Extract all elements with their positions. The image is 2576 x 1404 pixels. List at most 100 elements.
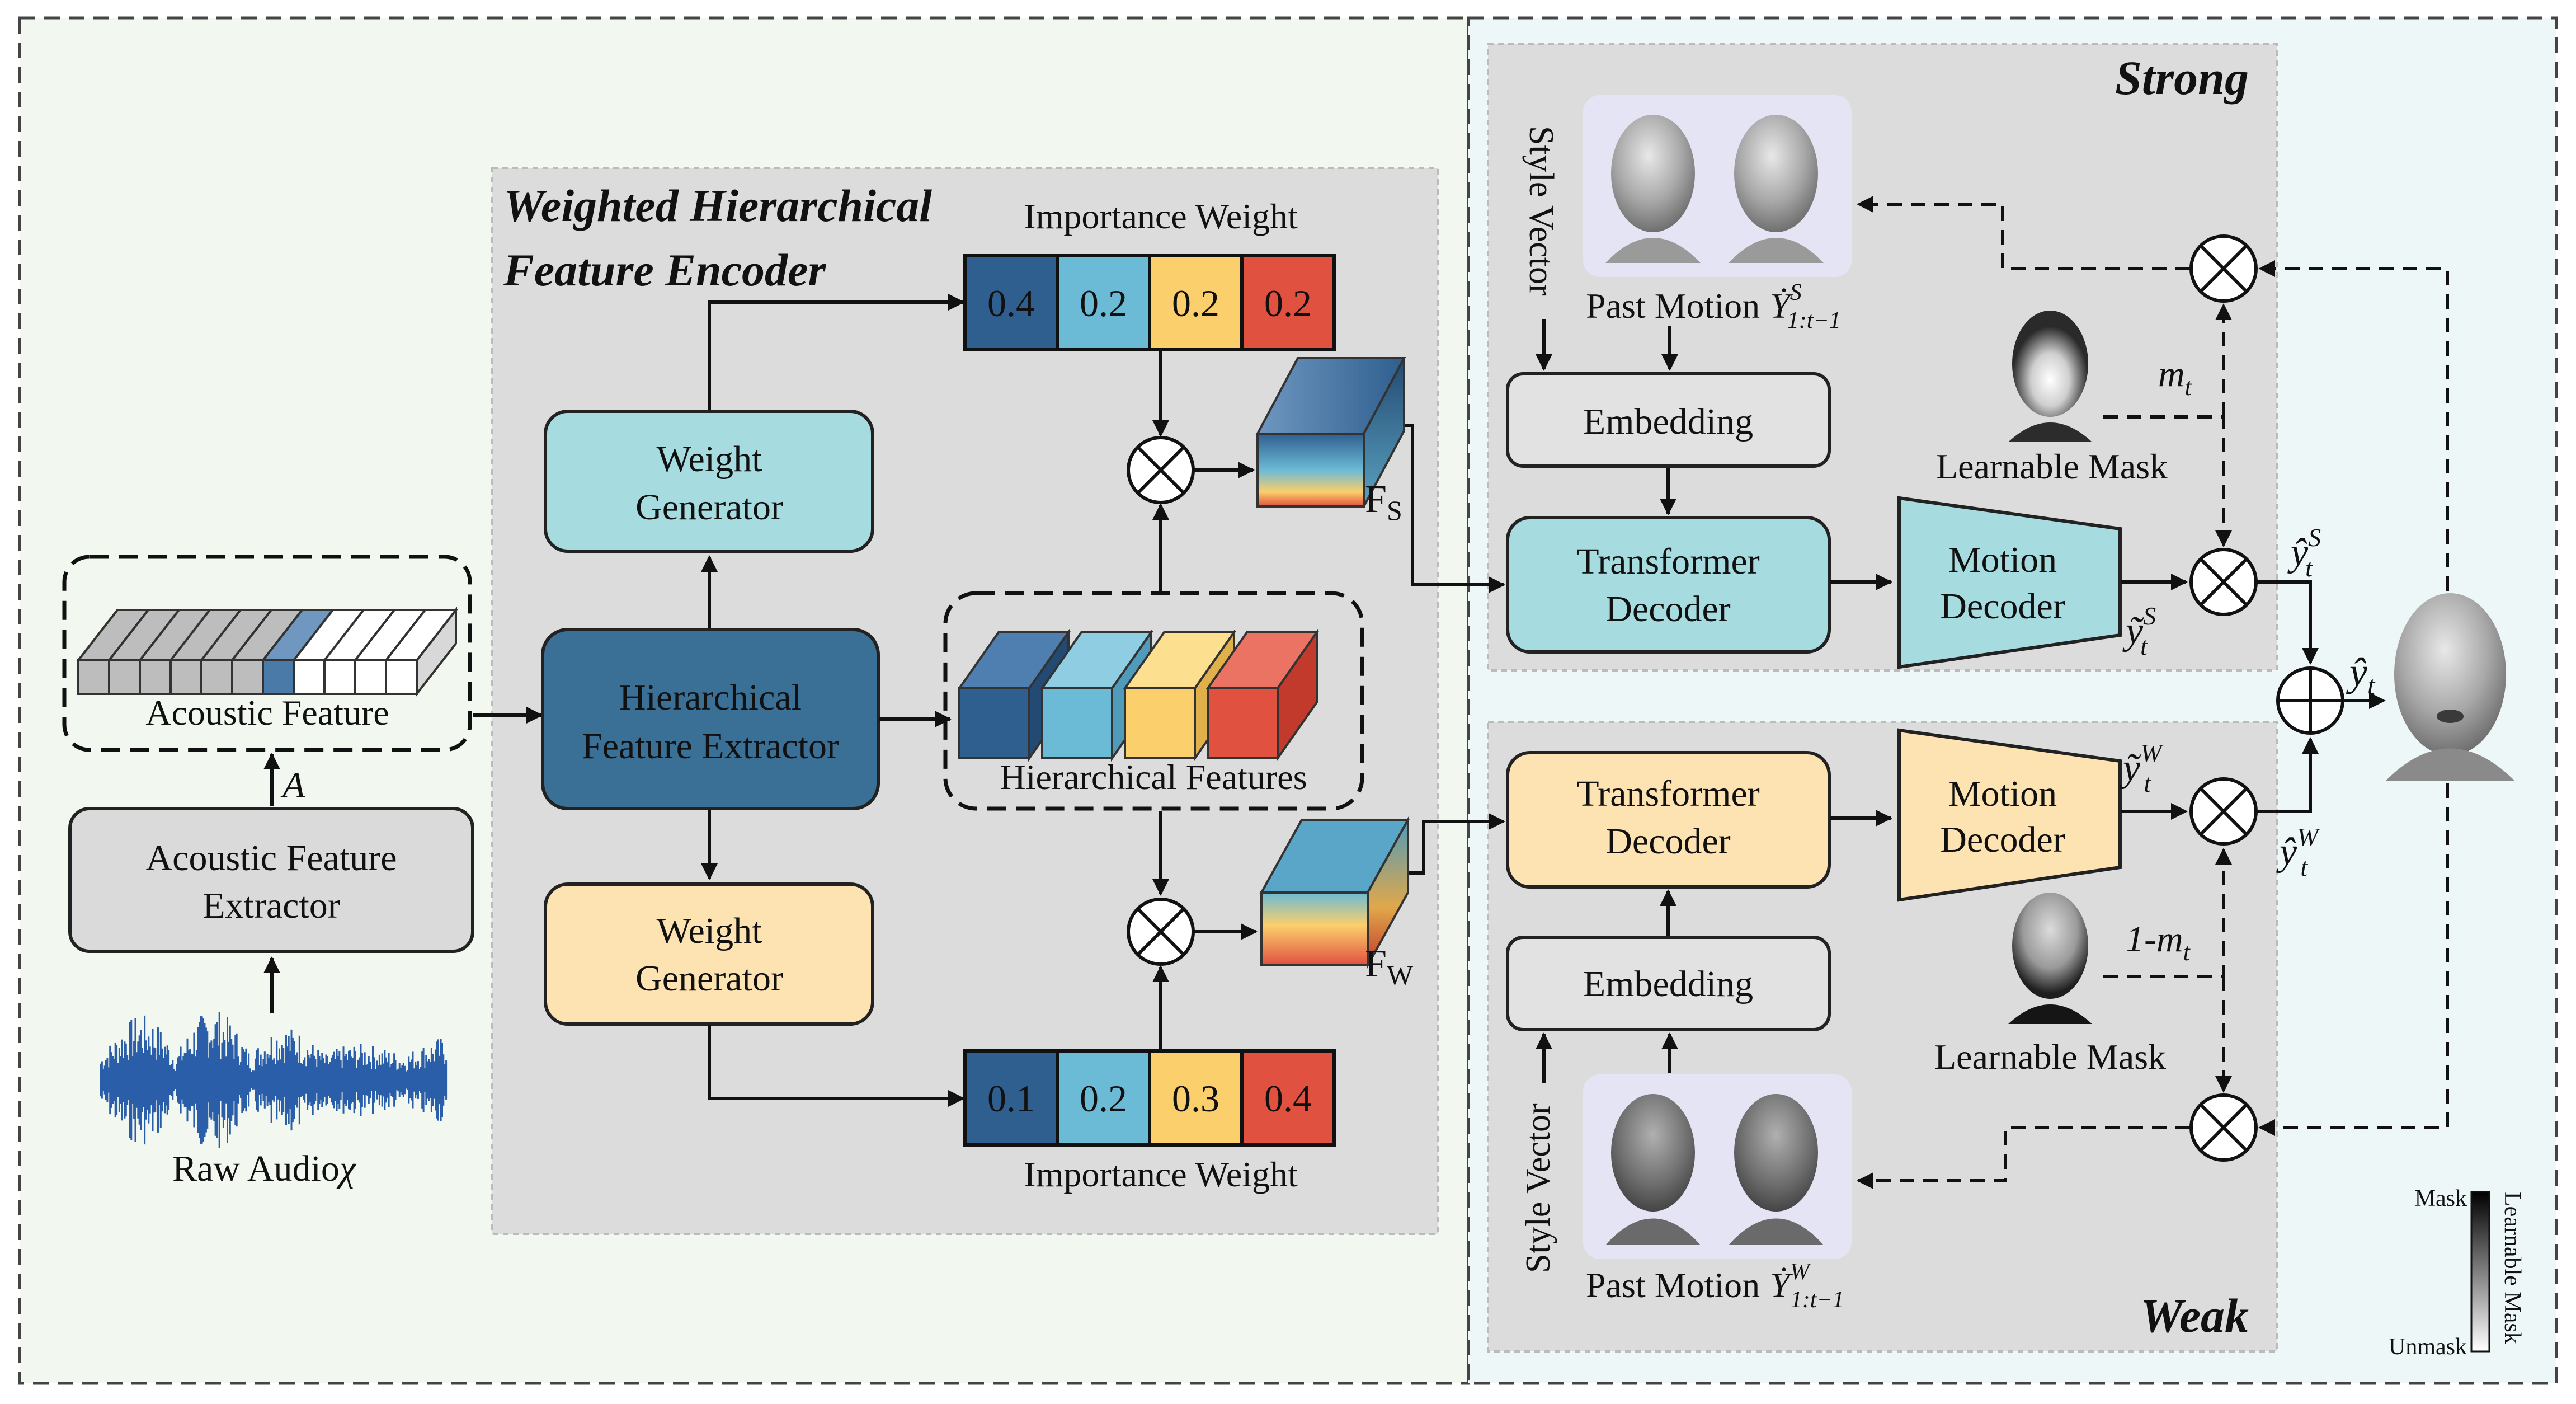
acoustic-feature-cell-top [383,609,459,661]
importance-weight-value: 0.2 [1080,1077,1127,1120]
importance-weight-value: 0.2 [1264,282,1312,325]
importance-weight-value: 0.3 [1172,1077,1219,1120]
importance-weight-top-label: Importance Weight [1024,196,1298,236]
strong-motion-line2: Decoder [1940,586,2065,627]
weak-feedback-multiply-node [2189,1093,2258,1162]
strong-feedback-multiply-node [2189,234,2258,303]
importance-weight-value: 0.4 [987,282,1035,325]
acoustic-feature-cell [139,659,172,695]
weak-to-sum-line [2257,737,2319,813]
hierarchical-feature-extractor-box [541,628,880,810]
acoustic-feature-cell [293,659,326,695]
strong-past-face-1 [1605,115,1701,263]
encoder-title-line2: Feature Encoder [503,245,826,295]
hfe-line1: Hierarchical [619,677,802,718]
weak-motion-line1: Motion [1948,773,2057,814]
hfe-line2: Feature Extractor [582,726,839,767]
fw-label: FW [1365,942,1414,990]
output-to-strong-feedback-dashed [2258,260,2449,638]
weak-style-vector: Style Vector [1519,1103,1557,1273]
strong-transformer-line2: Decoder [1605,589,1731,630]
strong-title: Strong [2115,51,2249,105]
weak-feedback-to-past-dashed [1857,1126,2190,1189]
sum-node [2276,666,2344,735]
arrow-fs-to-strong-transformer [1405,424,1505,593]
importance-weight-cell [963,1049,1059,1147]
hierarchical-features-frame [943,591,1364,811]
output-face [2386,593,2514,781]
weak-learnable-mask-face [2008,893,2092,1024]
wg-bottom-line2: Generator [635,958,783,999]
weak-mask-symbol: 1-mt [2126,919,2191,966]
importance-weight-cell [1240,254,1336,351]
strong-mask-symbol: mt [2158,354,2193,401]
acoustic-extractor-line1: Acoustic Feature [145,838,397,879]
weak-motion-line2: Decoder [1940,819,2065,860]
importance-weight-cell [1056,1049,1151,1147]
multiply-node-bottom [1127,898,1195,966]
strong-motion-line1: Motion [1948,539,2057,580]
weak-embedding-label: Embedding [1583,964,1753,1004]
acoustic-feature-cell [354,659,387,695]
mask-legend: Mask Unmask Learnable Mask [2389,1186,2525,1360]
acoustic-feature-frame [62,555,472,752]
weight-generator-top-box [544,410,874,553]
weak-embedding-box[interactable] [1506,936,1831,1031]
weak-mask-multiply-node [2189,777,2258,846]
strong-mask-label: Learnable Mask [1936,447,2168,486]
arrow-wg-top-to-weights [708,294,965,410]
weak-motion-decoder-trapezoid[interactable] [1897,728,2122,902]
strong-learnable-mask-face [2008,311,2092,442]
fs-label: FS [1365,478,1402,526]
importance-weights-top: 0.4 0.2 0.2 0.2 [963,254,1336,351]
raw-audio-label: Raw Audioχ [172,1148,357,1189]
weak-past-face-1 [1605,1094,1701,1245]
strong-past-face-2 [1729,115,1824,263]
strong-embedding-box[interactable] [1506,372,1831,468]
fs-feature-cube [1255,357,1406,508]
acoustic-feature-cell [108,659,141,695]
strong-feedback-to-past-dashed [1857,196,2190,270]
acoustic-feature-bar [76,607,459,697]
wg-bottom-line1: Weight [657,910,762,951]
a-symbol: A [280,765,305,806]
strong-mask-multiply-node [2189,548,2258,616]
importance-weight-value: 0.2 [1080,282,1127,325]
acoustic-feature-cell [77,659,110,695]
hierarchical-feature-block [1205,628,1319,762]
acoustic-feature-cell [200,659,233,695]
importance-weight-value: 0.1 [987,1077,1035,1120]
output-hat-y: ŷt [2346,650,2376,701]
importance-weight-cell [1240,1049,1336,1147]
strong-style-vector: Style Vector [1522,126,1560,296]
strong-motion-decoder-trapezoid[interactable] [1897,496,2122,669]
weak-transformer-decoder-box[interactable] [1506,751,1831,889]
arrow-wg-bottom-to-weights [708,1025,965,1107]
strong-transformer-line1: Transformer [1576,541,1760,582]
mask-legend-top: Mask [2415,1186,2467,1212]
weak-transformer-line2: Decoder [1605,821,1731,862]
acoustic-feature-label: Acoustic Feature [145,693,389,732]
fw-feature-cube [1259,815,1410,970]
acoustic-feature-cell [262,659,295,695]
raw-audio-waveform [100,1012,448,1148]
wg-top-line1: Weight [657,439,762,480]
arrow-fw-to-weak-transformer [1409,813,1505,875]
mask-legend-bottom: Unmask [2389,1334,2467,1360]
acoustic-feature-cell [169,659,202,695]
mask-legend-side: Learnable Mask [2499,1192,2525,1344]
strong-transformer-decoder-box[interactable] [1506,516,1831,654]
hierarchical-features-label: Hierarchical Features [1000,757,1307,797]
acoustic-extractor-line2: Extractor [202,885,340,926]
weight-generator-bottom-box [544,882,874,1026]
importance-weight-cell [1148,1049,1244,1147]
weak-mask-label: Learnable Mask [1934,1037,2166,1077]
acoustic-feature-cell [323,659,356,695]
weak-transformer-line1: Transformer [1576,773,1760,814]
strong-embedding-label: Embedding [1583,401,1753,442]
importance-weight-value: 0.2 [1172,282,1219,325]
